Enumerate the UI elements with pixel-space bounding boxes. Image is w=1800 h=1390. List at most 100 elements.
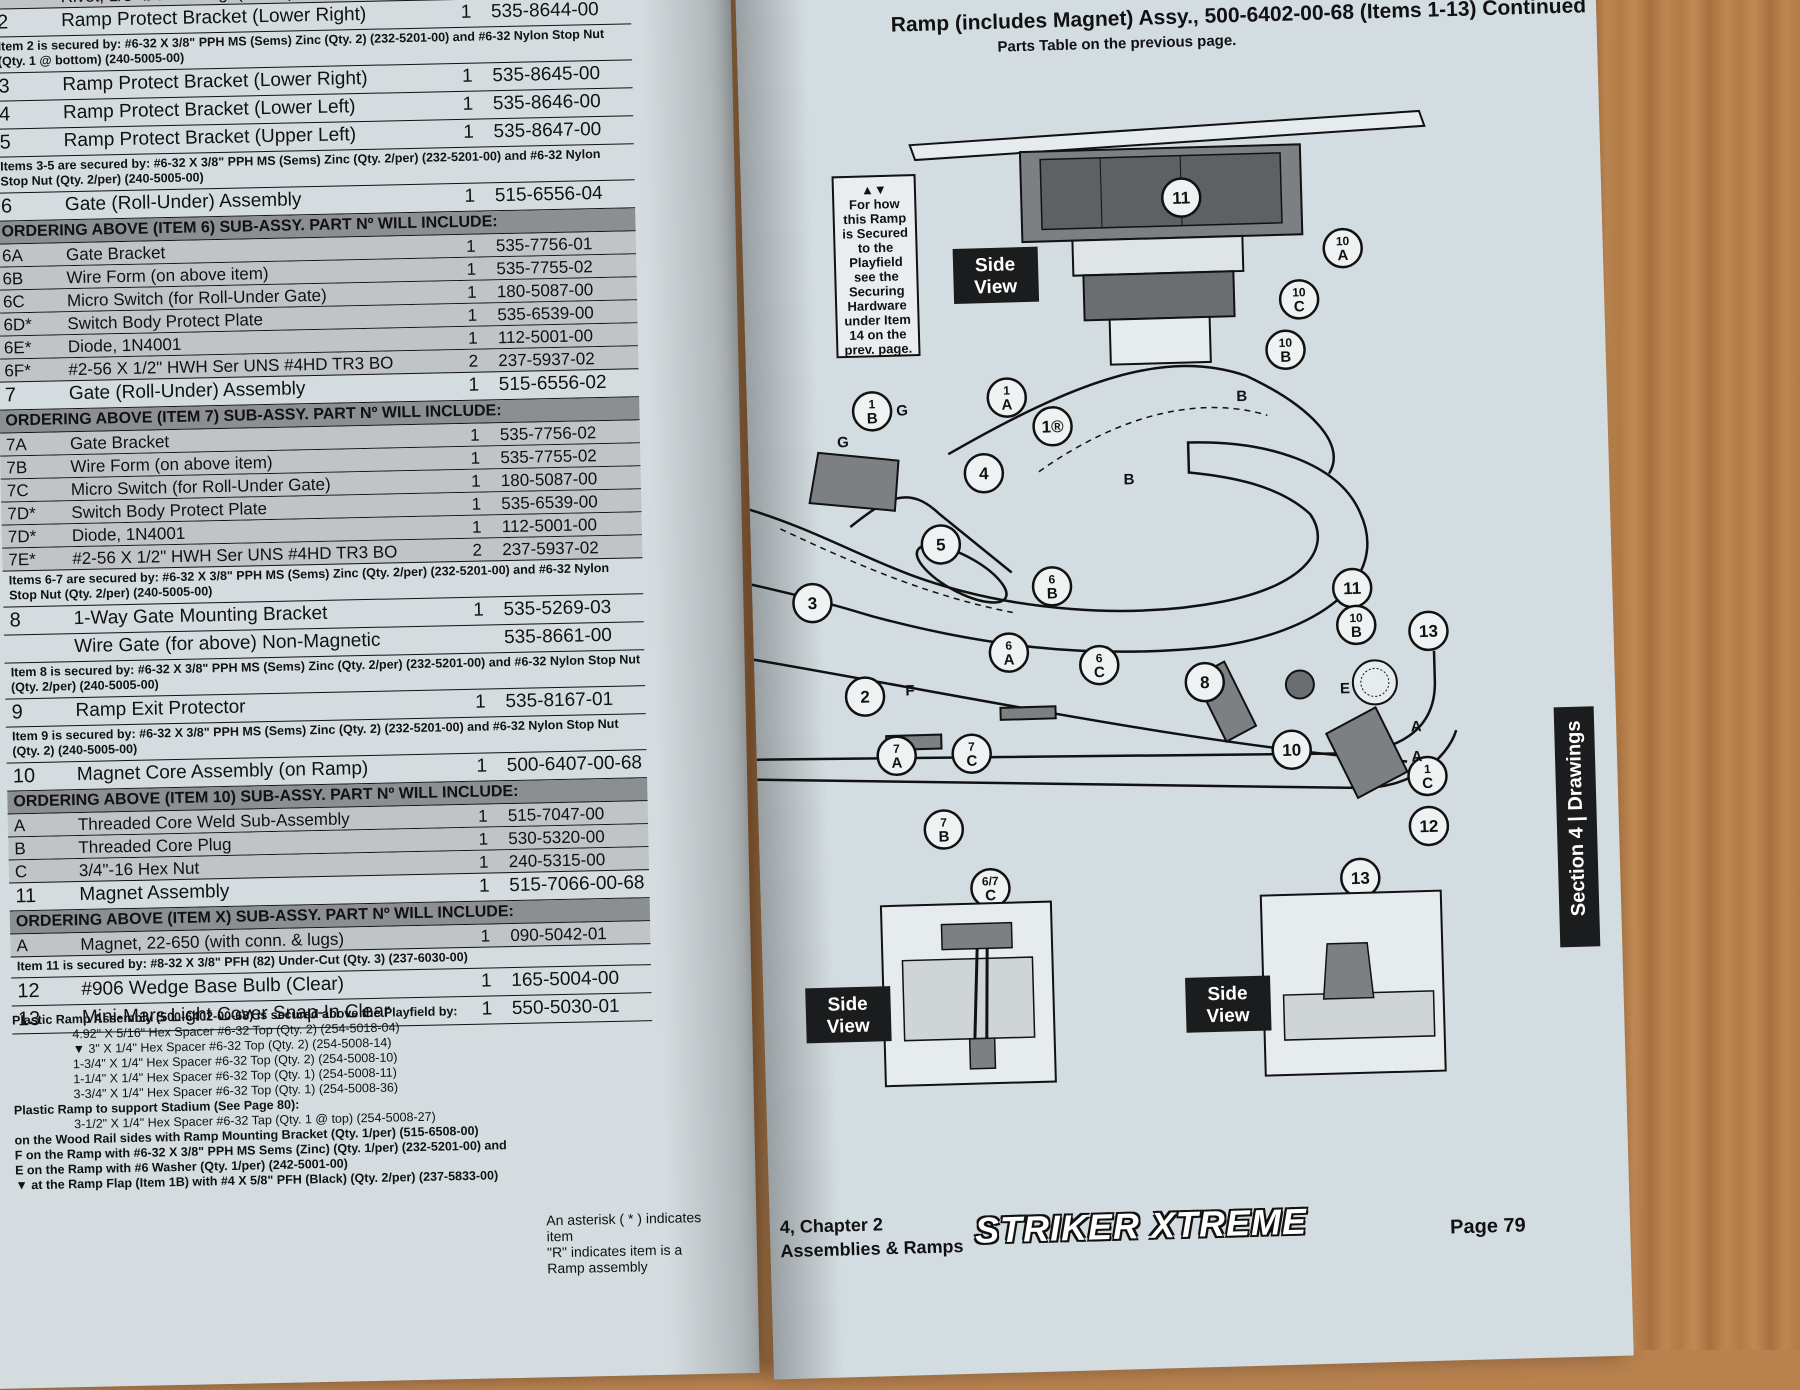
callout-label: 7 [968, 740, 975, 754]
callout-circle [1408, 805, 1450, 847]
svg-text:▲▼For howthis Rampis Securedto: ▲▼For howthis Rampis Securedto thePlayfi… [840, 181, 913, 357]
callout-label: B [1047, 585, 1058, 602]
item-quantity: 1 [470, 448, 481, 468]
item-number: 7C [6, 481, 29, 501]
callout-label: 1 [868, 397, 875, 411]
part-number: 165-5004-00 [511, 967, 620, 992]
part-number: 515-7047-00 [507, 804, 605, 826]
item-description: #906 Wedge Base Bulb (Clear) [81, 973, 345, 1001]
item-quantity: 1 [476, 755, 488, 777]
item-quantity: 1 [463, 121, 475, 143]
callout-label: 11 [1343, 579, 1362, 598]
item-description: Ramp Exit Protector [75, 696, 246, 722]
item-quantity: 1 [465, 236, 476, 256]
part-number: 535-8644-00 [490, 0, 599, 23]
item-number: 7E* [8, 549, 36, 570]
side-view-text: Side [827, 994, 868, 1016]
part-number: 180-5087-00 [496, 280, 594, 302]
item-number: 6D* [3, 314, 33, 335]
callout-circle [1322, 227, 1363, 269]
part-number: 112-5001-00 [501, 515, 598, 537]
callout-label: 10 [1282, 740, 1301, 760]
marker-label: B [1123, 471, 1134, 488]
part-number: 535-8645-00 [492, 62, 601, 87]
part-number: 535-6539-00 [501, 492, 598, 514]
callout-label: B [938, 828, 949, 845]
callout-circle [1031, 566, 1073, 607]
item-number: 6F* [4, 360, 32, 381]
part-number: 535-7755-02 [496, 257, 593, 279]
item-quantity: 1 [467, 328, 478, 348]
item-description: Ramp Protect Bracket (Upper Left) [63, 124, 357, 152]
part-number: 515-7066-00-68 [509, 872, 645, 897]
page-number: Page 79 [1449, 1214, 1526, 1239]
item-quantity: 2 [468, 351, 479, 371]
callout-label: 7 [940, 815, 947, 829]
part-number: 535-7756-02 [499, 423, 597, 445]
callout-label: A [1337, 247, 1348, 264]
callout-circle [1335, 604, 1377, 646]
item-number: 6C [2, 292, 25, 312]
parts-table: Rivet, 1/8" ø X 1/4" Lg. (for 1B)2077-50… [0, 0, 653, 1035]
item-description: Gate Bracket [65, 243, 166, 265]
ramp-assembly-diagram: ▲▼For howthis Rampis Securedto thePlayfi… [749, 109, 1458, 1088]
callout-label: 1 [1003, 383, 1010, 397]
item-number: B [14, 839, 26, 859]
part-number: 535-7755-02 [500, 446, 597, 468]
callout-label: 4 [979, 464, 990, 483]
callout-label: 13 [1351, 869, 1370, 889]
part-number: 237-5937-02 [498, 349, 595, 371]
callout-label: B [1280, 349, 1291, 366]
part-number: 090-5042-01 [510, 924, 607, 946]
part-number: 112-5001-00 [497, 326, 594, 348]
callout-label: 2 [860, 688, 870, 707]
part-number: 535-8167-01 [505, 688, 614, 713]
callout-label: 6 [1005, 639, 1012, 653]
marker-label: E [1340, 680, 1350, 697]
callout-label: C [1094, 664, 1105, 681]
item-number: 9 [11, 701, 23, 724]
section-tab-label: Section 4 | Drawings [1562, 720, 1590, 917]
callout-label: 1 [1424, 762, 1431, 776]
item-quantity: 1 [468, 374, 480, 396]
item-quantity: 2 [472, 540, 483, 560]
marker-label: A [1410, 718, 1421, 735]
item-description: Diode, 1N4001 [71, 523, 186, 546]
callout-circle [1265, 329, 1306, 371]
item-quantity: 1 [469, 425, 480, 445]
part-number: 530-5320-00 [508, 827, 605, 849]
item-number: 10 [12, 764, 36, 788]
item-quantity: 1 [478, 829, 489, 849]
item-number: 11 [15, 884, 37, 908]
part-number: 535-8661-00 [503, 624, 613, 649]
side-view-label-top: Side View [952, 246, 1040, 305]
part-number: 535-5269-03 [503, 596, 612, 621]
ramp-brackets [808, 451, 1409, 800]
item-description: Diode, 1N4001 [67, 334, 182, 357]
callout-label: A [1001, 396, 1012, 413]
item-number: 2 [0, 11, 9, 34]
item-quantity: 1 [471, 517, 482, 537]
item-quantity: 1 [480, 970, 492, 992]
item-description: 1-Way Gate Mounting Bracket [73, 602, 328, 630]
callout-circle [876, 735, 917, 777]
item-quantity: 1 [464, 185, 476, 207]
light-side-view: Side View [1185, 889, 1447, 1077]
callout-label: C [985, 887, 996, 904]
item-description: Ramp Protect Bracket (Lower Right) [62, 67, 368, 96]
callout-label: B [1351, 624, 1362, 641]
item-quantity: 1 [460, 1, 472, 23]
callout-circle [963, 452, 1005, 494]
callout-circle [844, 676, 886, 717]
part-number: 240-5315-00 [508, 850, 606, 872]
item-number: A [13, 816, 26, 836]
callout-circle [1079, 644, 1120, 686]
part-number: 515-6556-02 [498, 371, 607, 396]
item-number: 7 [4, 384, 17, 407]
side-view-text: Side [1207, 983, 1248, 1005]
item-description: Magnet Core Assembly (on Ramp) [76, 757, 369, 786]
callout-label: 10 [1336, 234, 1350, 248]
item-description: Wire Form (on above item) [66, 263, 269, 288]
callout-circle [1407, 755, 1448, 797]
item-number: 6A [1, 246, 23, 266]
